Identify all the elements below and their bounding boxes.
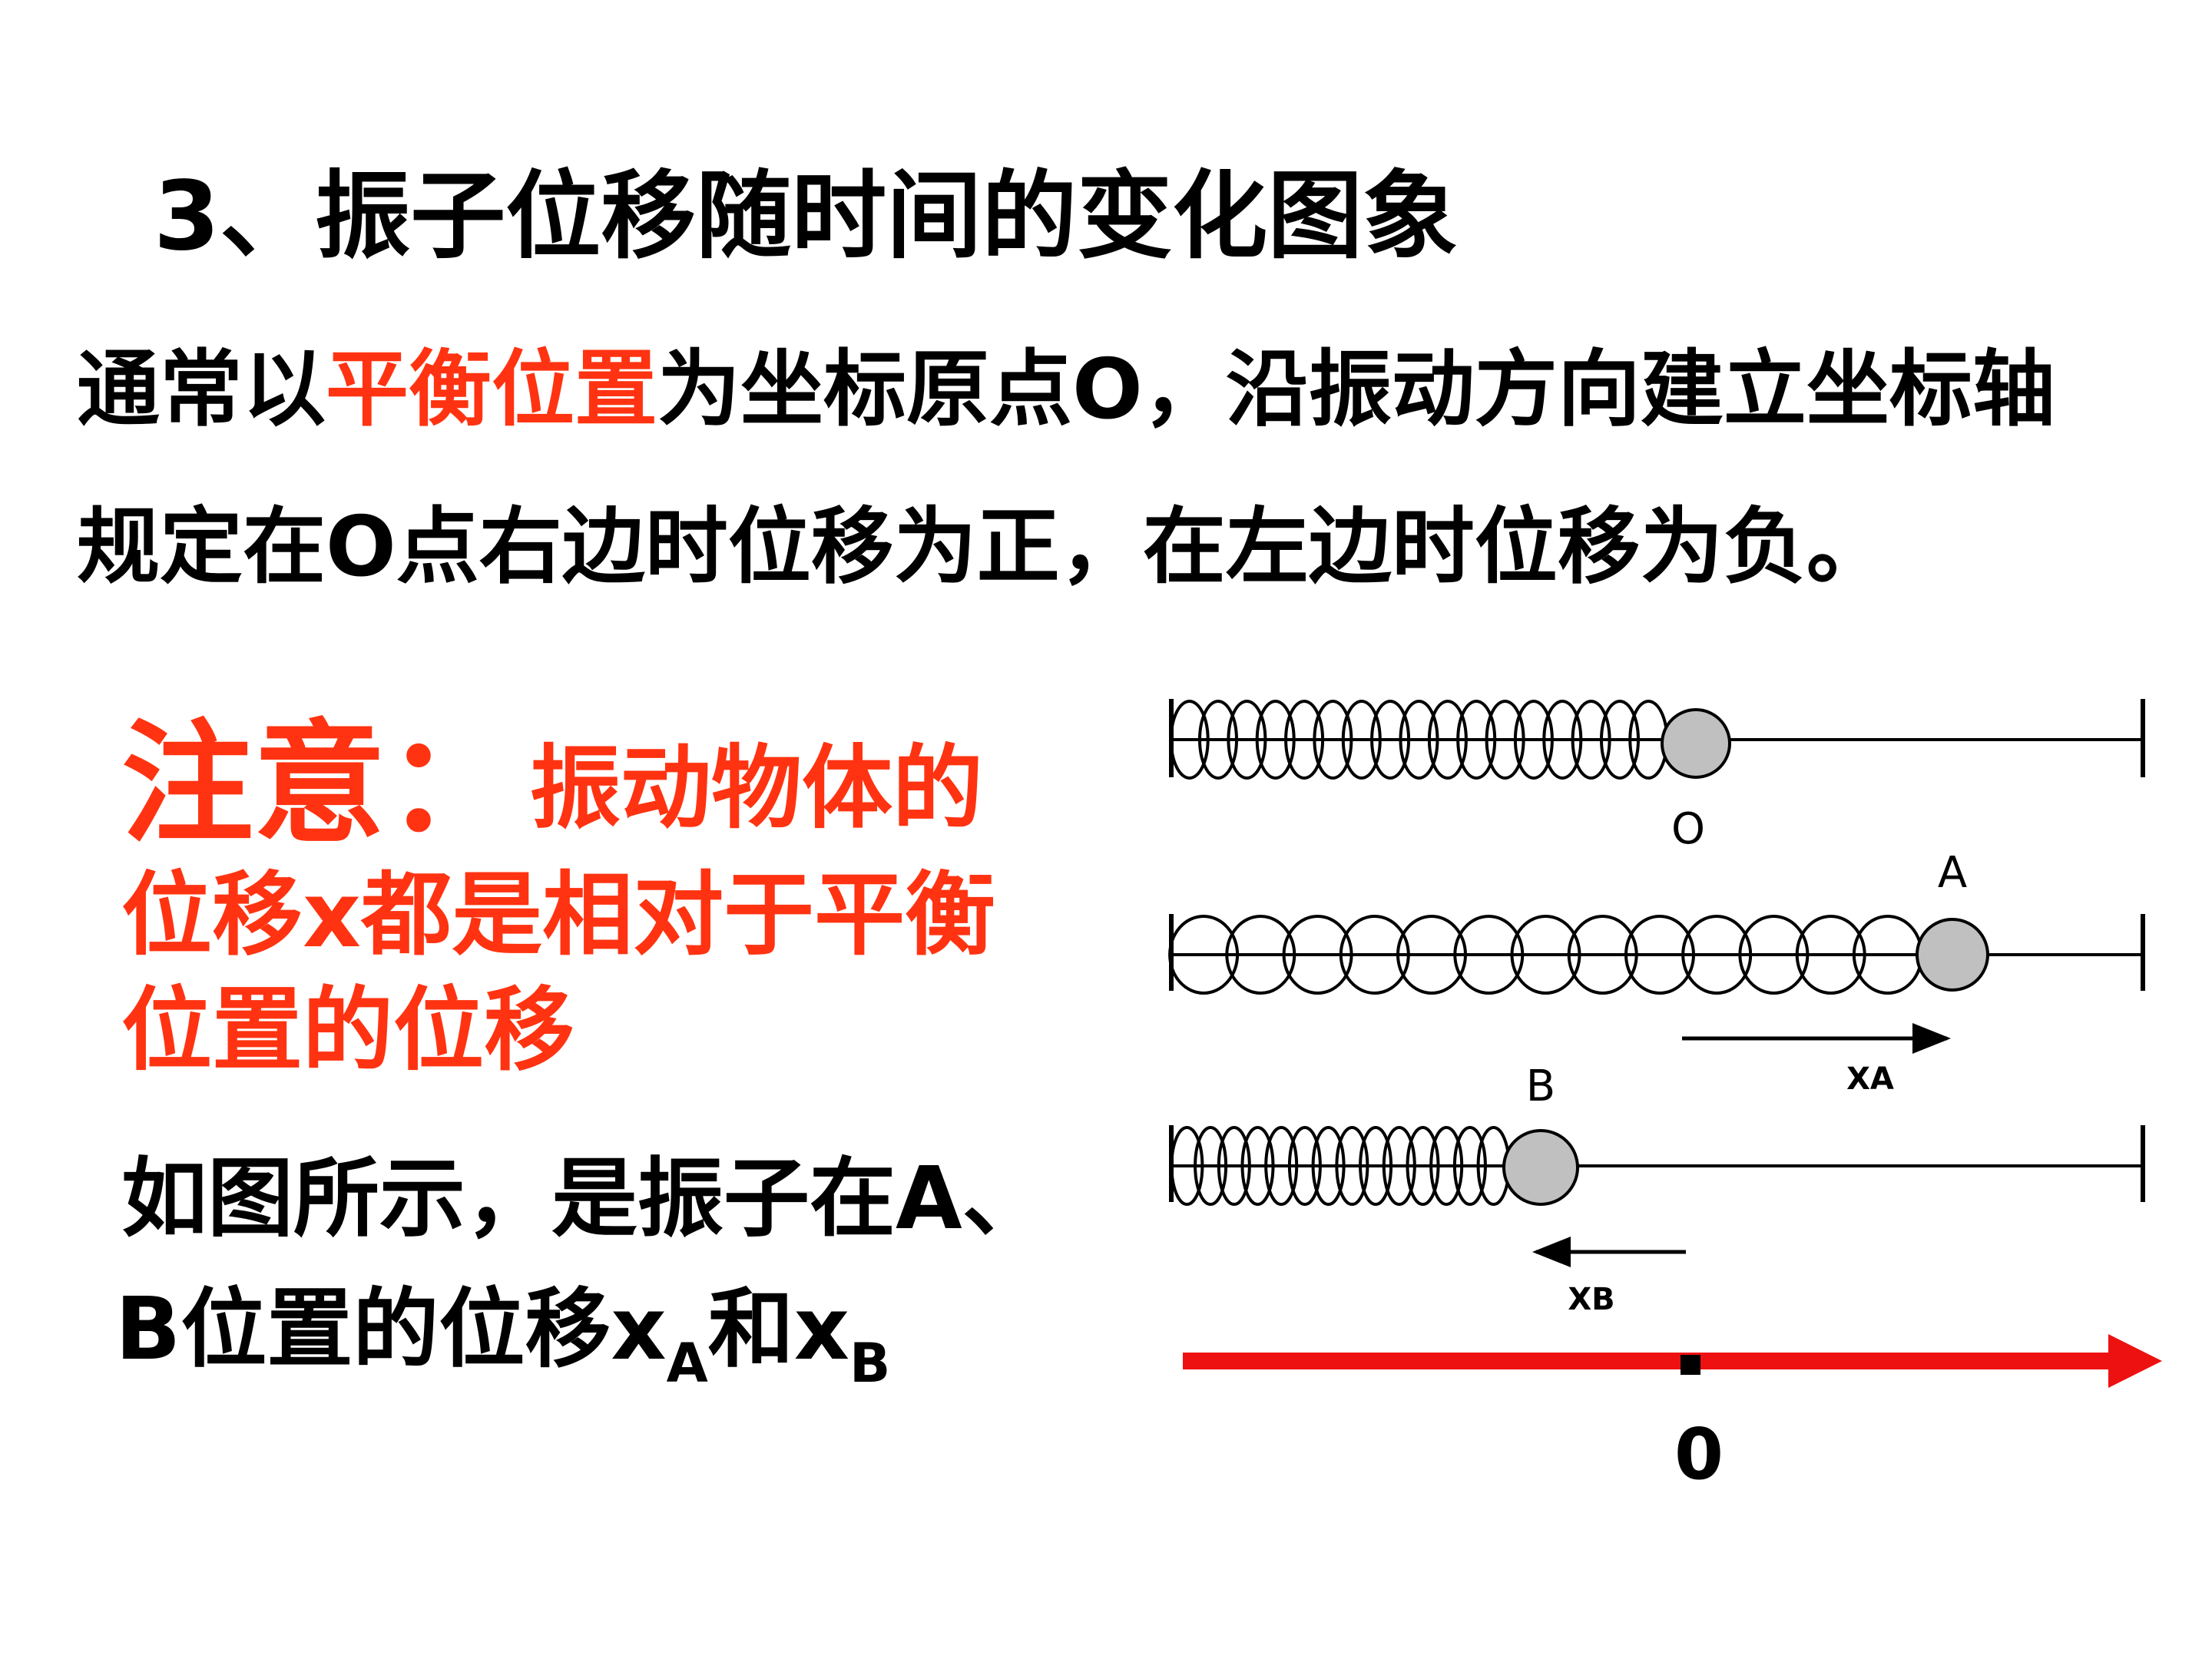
oscillator-ball-b xyxy=(1502,1129,1579,1206)
label-a: A xyxy=(1938,848,1967,898)
axis-arrow-head xyxy=(2108,1334,2162,1388)
paragraph-line-1: 通常以平衡位置为坐标原点O，沿振动方向建立坐标轴 xyxy=(77,323,2055,442)
label-xb: XB xyxy=(1568,1282,1614,1317)
row-position-b: B XB xyxy=(1169,1061,2145,1317)
paragraph-line-2: 规定在O点右边时位移为正，在左边时位移为负。 xyxy=(77,499,1889,595)
axis-origin-label: 0 xyxy=(1674,1413,1724,1495)
spring-icon xyxy=(1168,915,1923,995)
note-line-1: 振动物体的 xyxy=(530,735,984,841)
subscript-b: B xyxy=(849,1332,891,1395)
origin-marker xyxy=(1681,1355,1700,1375)
oscillator-ball-a xyxy=(1916,918,1989,992)
paragraph-line-1-start: 通常以 xyxy=(77,342,326,438)
label-o: O xyxy=(1671,804,1705,854)
row-equilibrium: O xyxy=(1169,699,2145,854)
subscript-a: A xyxy=(666,1332,708,1395)
paragraph-line-1-end: 为坐标原点O，沿振动方向建立坐标轴 xyxy=(657,342,2055,438)
caption-and: 和x xyxy=(707,1280,850,1379)
equilibrium-position-highlight: 平衡位置 xyxy=(326,342,658,438)
figure-caption-line-2: B位置的位移xA和xB xyxy=(115,1260,890,1390)
spring-icon xyxy=(1169,700,1669,780)
note-line-3: 位置的位移 xyxy=(121,977,575,1083)
page-title: 3、振子位移随时间的变化图象 xyxy=(154,161,1459,272)
spring-icon xyxy=(1170,1126,1511,1206)
note-heading: 注意： xyxy=(121,707,518,861)
oscillator-ball-o xyxy=(1661,708,1731,779)
figure-caption-line-1: 如图所示，是振子在A、 xyxy=(121,1149,1048,1249)
coordinate-axis: 0 xyxy=(1183,1334,2162,1495)
caption-b-position: B位置的位移x xyxy=(115,1280,667,1379)
label-b: B xyxy=(1526,1061,1555,1111)
row-position-a: A XA xyxy=(1168,848,2145,1097)
label-xa: XA xyxy=(1846,1061,1894,1097)
note-line-2: 位移x都是相对于平衡 xyxy=(121,862,996,968)
